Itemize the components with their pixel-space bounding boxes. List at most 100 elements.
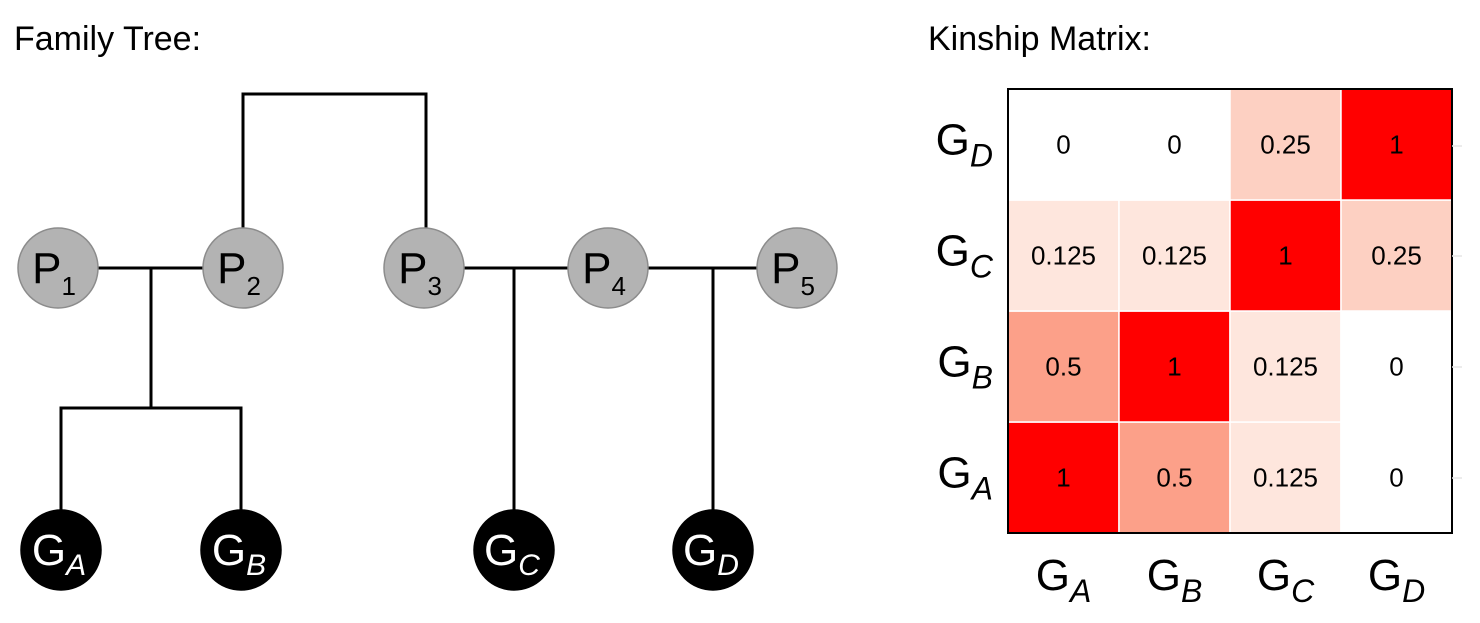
node-label-base: P <box>771 244 800 293</box>
node-label-base: P <box>32 244 61 293</box>
axis-label-sub: D <box>1402 573 1425 609</box>
matrix-cell-value: 1 <box>1056 463 1070 493</box>
node-p5: P5 <box>756 227 838 309</box>
node-label: GA <box>32 526 86 582</box>
matrix-cell-fill <box>1229 310 1342 423</box>
matrix-cell-fill <box>1007 310 1120 423</box>
matrix-cell-fill <box>1340 88 1453 201</box>
node-ga: GA <box>20 509 102 591</box>
node-label-base: G <box>683 526 717 575</box>
node-p3: P3 <box>383 227 465 309</box>
node-circle <box>383 227 465 309</box>
node-label-base: P <box>217 244 246 293</box>
matrix-cell: 0 <box>1118 88 1231 201</box>
node-label: P5 <box>771 244 815 301</box>
axis-label-base: G <box>937 449 971 498</box>
matrix-cell-fill <box>1118 421 1231 534</box>
node-circle <box>202 227 284 309</box>
matrix-cell: 1 <box>1007 421 1120 534</box>
matrix-cell-value: 1 <box>1167 352 1181 382</box>
node-label-sub: 1 <box>61 271 75 301</box>
x-axis-label-b: GB <box>1147 551 1203 609</box>
node-label-sub: D <box>717 549 739 582</box>
node-label-sub: 2 <box>246 271 260 301</box>
node-label: GB <box>212 526 266 582</box>
node-label: P2 <box>217 244 261 301</box>
axis-label-sub: C <box>970 249 994 285</box>
matrix-cell-fill <box>1007 421 1120 534</box>
x-axis-label-a: GA <box>1036 551 1092 609</box>
axis-label-sub: D <box>970 138 993 174</box>
node-circle <box>20 509 102 591</box>
matrix-cell: 0 <box>1340 421 1453 534</box>
node-p2: P2 <box>202 227 284 309</box>
matrix-cell-value: 0 <box>1389 463 1403 493</box>
node-label: P4 <box>582 244 626 301</box>
matrix-cell-value: 0.25 <box>1371 241 1422 271</box>
axis-label-sub: B <box>972 360 993 396</box>
matrix-cell: 0.5 <box>1007 310 1120 423</box>
axis-label-base: G <box>937 338 971 387</box>
edge-p2-p3 <box>241 92 428 268</box>
node-label-base: P <box>398 244 427 293</box>
matrix-cell: 0.5 <box>1118 421 1231 534</box>
matrix-cell: 1 <box>1229 199 1342 312</box>
matrix-cell-value: 0.125 <box>1253 352 1318 382</box>
matrix-cell-value: 0.125 <box>1031 241 1096 271</box>
matrix-cell-fill <box>1340 310 1453 423</box>
node-circle <box>567 227 649 309</box>
matrix-cell-value: 1 <box>1278 241 1292 271</box>
node-p1: P1 <box>17 227 99 309</box>
matrix-cell-fill <box>1229 421 1342 534</box>
node-label: P1 <box>32 244 76 301</box>
y-axis-label-a: GA <box>937 449 993 507</box>
matrix-cell: 0.125 <box>1007 199 1120 312</box>
matrix-cell: 0 <box>1007 88 1120 201</box>
matrix-cell-value: 0.125 <box>1142 241 1207 271</box>
node-circle <box>756 227 838 309</box>
axis-label-base: G <box>936 227 970 276</box>
x-axis-label-d: GD <box>1368 551 1425 609</box>
matrix-cell-value: 0.5 <box>1045 352 1081 382</box>
matrix-frame <box>1007 88 1453 534</box>
node-gb: GB <box>200 509 282 591</box>
axis-label-base: G <box>1257 551 1291 600</box>
edge-ga-gb-bracket <box>59 406 243 545</box>
node-gc: GC <box>473 509 555 591</box>
node-label-sub: 4 <box>611 271 625 301</box>
y-axis-label-d: GD <box>936 116 993 174</box>
matrix-right-ticks <box>1452 145 1462 479</box>
node-label-sub: A <box>64 549 86 582</box>
matrix-cell-fill <box>1340 199 1453 312</box>
matrix-cell-value: 1 <box>1389 130 1403 160</box>
node-circle <box>17 227 99 309</box>
node-circle <box>473 509 555 591</box>
node-label-base: P <box>582 244 611 293</box>
axis-label-sub: A <box>970 471 993 507</box>
matrix-cell-fill <box>1118 88 1231 201</box>
node-label: GD <box>683 526 739 582</box>
matrix-cell: 0 <box>1340 310 1453 423</box>
node-circle <box>200 509 282 591</box>
axis-label-base: G <box>936 116 970 165</box>
axis-label-sub: A <box>1068 573 1091 609</box>
matrix-cell-fill <box>1229 88 1342 201</box>
node-p4: P4 <box>567 227 649 309</box>
node-label-sub: B <box>246 549 266 582</box>
matrix-cell: 0.25 <box>1340 199 1453 312</box>
matrix-cell: 0.25 <box>1229 88 1342 201</box>
y-axis-label-b: GB <box>937 338 993 396</box>
node-label-sub: 3 <box>427 271 441 301</box>
matrix-cell-value: 0 <box>1389 352 1403 382</box>
node-label-base: G <box>484 526 518 575</box>
matrix-cell: 0.125 <box>1229 421 1342 534</box>
family-tree-title: Family Tree: <box>14 20 201 58</box>
node-label: P3 <box>398 244 442 301</box>
matrix-cell: 1 <box>1340 88 1453 201</box>
matrix-cell: 0.125 <box>1118 199 1231 312</box>
x-axis-label-c: GC <box>1257 551 1315 609</box>
matrix-cell-value: 0.25 <box>1260 130 1311 160</box>
